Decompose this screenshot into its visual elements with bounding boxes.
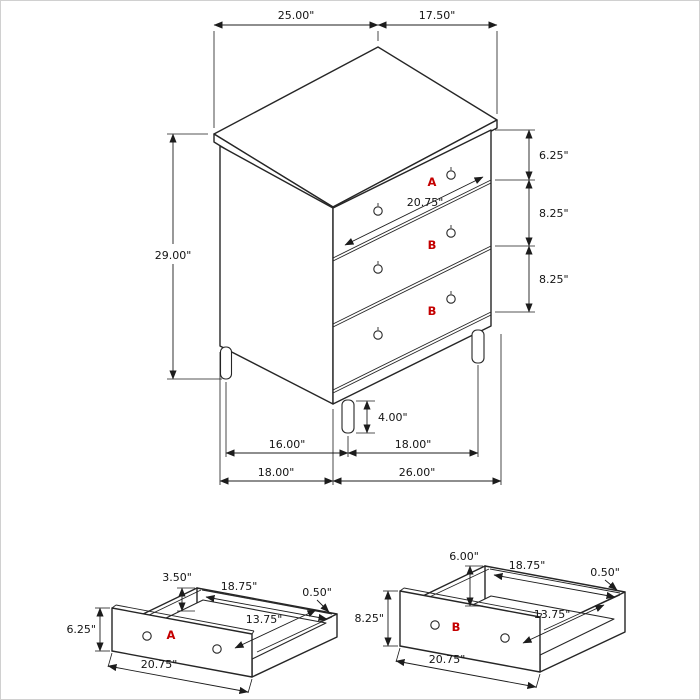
dim-drawer-b-thickness: 0.50": [590, 566, 620, 591]
dim-a-inner-width-label: 18.75": [221, 580, 258, 593]
dim-a-overall-width-label: 20.75": [141, 658, 178, 671]
drawer-knob: [500, 633, 510, 643]
dim-leg-height-label: 4.00": [378, 411, 408, 424]
dim-drawer-a-front-height: 6.25": [66, 607, 110, 652]
dim-drawer-a-overall-width: 20.75": [107, 652, 253, 694]
dim-drawer-a-back-height: 3.50": [162, 571, 195, 612]
drawer-b1-letter: B: [428, 238, 437, 252]
drawer-a-letter: A: [428, 175, 437, 189]
drawer-knob: [446, 170, 456, 180]
drawer-a-front-panel: [111, 607, 253, 678]
drawer-knob: [373, 264, 383, 274]
dim-b-thickness-label: 0.50": [590, 566, 620, 579]
dim-drawer-b2-height-label: 8.25": [539, 273, 569, 286]
dim-b-inner-width-label: 18.75": [509, 559, 546, 572]
dim-drawer-a-thickness: 0.50": [302, 586, 332, 613]
drawer-knob: [373, 206, 383, 216]
drawer-b-front-panel: [399, 590, 541, 673]
dim-leg-spacing-front-label: 18.00": [395, 438, 432, 451]
drawer-knob: [142, 631, 152, 641]
dim-drawer-b-front-height: 8.25": [354, 590, 398, 647]
drawer-knob: [212, 644, 222, 654]
drawer-b-detail-letter: B: [452, 620, 461, 634]
drawer-b-detail-view: B 6.00" 18.75" 0.50" 8.25" 13.75": [354, 550, 626, 689]
dim-leg-spacing: 16.00" 18.00": [225, 365, 479, 457]
drawer-a-detail-view: A 3.50" 18.75" 0.50" 6.25" 13.75": [66, 571, 338, 694]
dim-drawer-face-width: 20.75": [344, 176, 484, 246]
drawer-knob: [430, 620, 440, 630]
drawer-knob: [373, 330, 383, 340]
dim-base-depth-label: 18.00": [258, 466, 295, 479]
dim-drawer-b-inner-depth: 13.75": [522, 604, 605, 644]
dim-drawer-a-height-label: 6.25": [539, 149, 569, 162]
chest-leg-back-left: [219, 346, 233, 380]
dim-a-back-height-label: 3.50": [162, 571, 192, 584]
dim-drawer-b-overall-width: 20.75": [395, 647, 541, 689]
dim-b-inner-depth-label: 13.75": [534, 608, 571, 621]
dim-b-front-height-label: 8.25": [354, 612, 384, 625]
dim-top-width-label: 25.00": [278, 9, 315, 22]
chest-isometric-view: A B B 25.00" 17.50" 29.00": [155, 9, 569, 485]
dim-leg-spacing-side-label: 16.00": [269, 438, 306, 451]
dim-b-back-height-label: 6.00": [449, 550, 479, 563]
dim-drawer-heights: 6.25" 8.25" 8.25": [495, 129, 569, 313]
dim-drawer-face-width-label: 20.75": [407, 196, 444, 209]
dim-overall-height: 29.00": [155, 133, 222, 380]
dim-leg-height: 4.00": [356, 400, 408, 434]
drawer-knob: [446, 294, 456, 304]
dim-drawer-b-back-height: 6.00": [449, 550, 483, 607]
dim-drawer-b-inner-width: 18.75": [493, 559, 616, 600]
drawer-b2-letter: B: [428, 304, 437, 318]
dim-drawer-a-inner-depth: 13.75": [234, 609, 317, 649]
dim-overall-height-label: 29.00": [155, 249, 192, 262]
dim-base-width-label: 26.00": [399, 466, 436, 479]
chest-leg-front-right: [471, 329, 485, 364]
dim-a-front-height-label: 6.25": [66, 623, 96, 636]
dim-a-inner-depth-label: 13.75": [246, 613, 283, 626]
dim-a-thickness-label: 0.50": [302, 586, 332, 599]
dim-drawer-b1-height-label: 8.25": [539, 207, 569, 220]
dim-b-overall-width-label: 20.75": [429, 653, 466, 666]
dim-base-footprint: 18.00" 26.00": [219, 334, 502, 485]
dim-top-width-depth: 25.00" 17.50": [213, 9, 498, 128]
chest-leg-front-left: [341, 399, 355, 434]
dim-top-depth-label: 17.50": [419, 9, 456, 22]
drawer-a-detail-letter: A: [167, 628, 176, 642]
drawer-knob: [446, 228, 456, 238]
